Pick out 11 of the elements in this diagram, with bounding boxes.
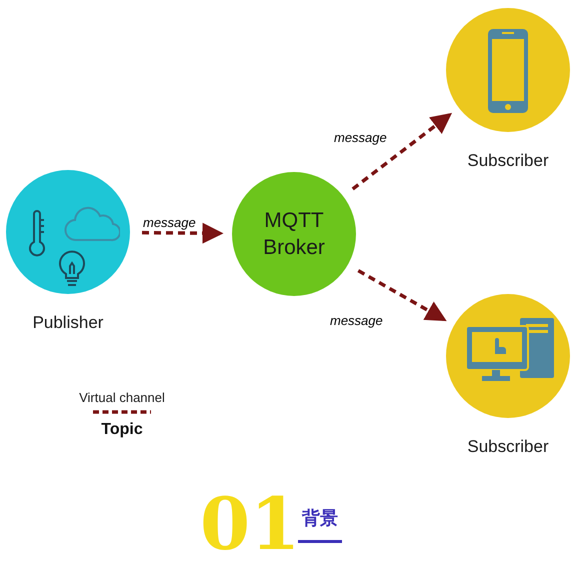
- node-label: Publisher: [32, 313, 104, 333]
- node-title: MQTT Broker: [262, 208, 326, 261]
- section-number: 01: [200, 488, 300, 560]
- section-heading-link: 背景: [298, 508, 342, 543]
- dashed-arrow: [357, 269, 447, 322]
- node-label: Subscriber: [467, 437, 549, 457]
- node-label: Subscriber: [467, 151, 549, 171]
- dashed-arrow: [352, 112, 452, 190]
- legend-caption: Topic: [101, 420, 143, 440]
- dashed-arrow: [142, 222, 224, 244]
- legend-label: Virtual channel: [79, 390, 165, 406]
